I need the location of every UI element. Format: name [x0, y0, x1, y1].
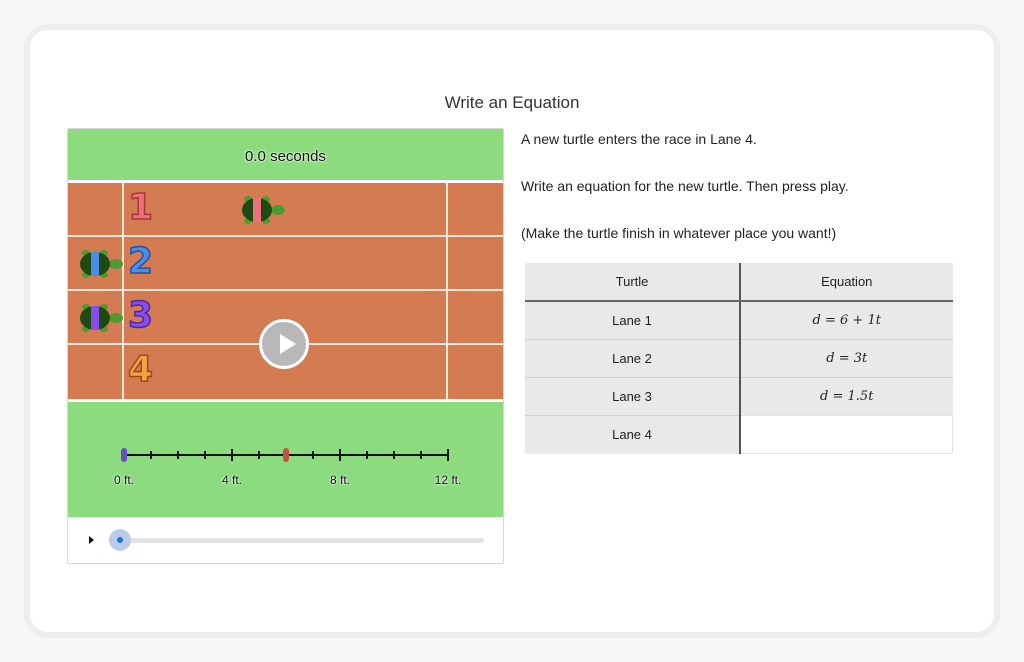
lane-4-equation-input[interactable]: [739, 415, 953, 454]
lane-divider: [68, 235, 503, 237]
tick: [177, 451, 179, 459]
lane-number-3: 3: [127, 294, 154, 337]
instruction-3: (Make the turtle finish in whatever plac…: [521, 225, 837, 241]
time-slider-handle[interactable]: [109, 529, 131, 551]
lane-divider: [68, 289, 503, 291]
table-row: Lane 1 d = 6 + 1t: [525, 300, 953, 340]
column-header-turtle: Turtle: [525, 263, 741, 302]
lane-number-1: 1: [127, 186, 154, 229]
playback-controls: [68, 517, 503, 563]
small-play-icon[interactable]: [89, 536, 94, 544]
time-slider-track[interactable]: [114, 538, 484, 543]
start-line: [122, 183, 124, 399]
turtle-cell: Lane 4: [525, 415, 741, 454]
distance-number-line: 0 ft. 4 ft. 8 ft. 12 ft.: [68, 402, 503, 517]
tick: [150, 451, 152, 459]
instruction-2: Write an equation for the new turtle. Th…: [521, 178, 849, 194]
turtle-icon-lane-1: [242, 196, 285, 224]
turtle-icon-lane-3: [80, 304, 123, 332]
lane-number-2: 2: [127, 240, 154, 283]
tick: [393, 451, 395, 459]
equation-table: Turtle Equation Lane 1 d = 6 + 1t Lane 2…: [525, 263, 953, 454]
turtle-cell: Lane 3: [525, 377, 741, 416]
turtle-cell: Lane 1: [525, 300, 741, 340]
turtle-race-simulation: 0.0 seconds 1 2 3 4: [67, 128, 504, 564]
table-row: Lane 2 d = 3t: [525, 339, 953, 378]
table-row: Lane 3 d = 1.5t: [525, 377, 953, 416]
tick-label: 8 ft.: [329, 473, 351, 487]
equation-cell: d = 1.5t: [740, 377, 953, 416]
position-marker-red: [283, 448, 289, 462]
equation-cell: d = 3t: [740, 339, 953, 378]
page-title: Write an Equation: [444, 93, 580, 112]
column-header-equation: Equation: [740, 263, 953, 302]
instruction-1: A new turtle enters the race in Lane 4.: [521, 131, 757, 147]
tick: [366, 451, 368, 459]
lane-number-4: 4: [127, 348, 154, 391]
race-track: 1 2 3 4: [68, 183, 503, 399]
tick: [312, 451, 314, 459]
timer-banner: 0.0 seconds: [68, 129, 503, 180]
tick-label: 12 ft.: [434, 473, 462, 487]
tick: [258, 451, 260, 459]
play-button[interactable]: [259, 319, 309, 369]
tick: [447, 449, 449, 461]
finish-line: [446, 183, 448, 399]
tick: [204, 451, 206, 459]
turtle-icon-lane-2: [80, 250, 123, 278]
tick-label: 0 ft.: [113, 473, 135, 487]
table-row: Lane 4: [525, 415, 953, 454]
turtle-cell: Lane 2: [525, 339, 741, 378]
timer-text: 0.0 seconds: [245, 148, 326, 165]
tick: [339, 449, 341, 461]
tick-label: 4 ft.: [221, 473, 243, 487]
position-marker-purple: [121, 448, 127, 462]
tick: [420, 451, 422, 459]
equation-cell: d = 6 + 1t: [740, 300, 953, 340]
tick: [231, 449, 233, 461]
